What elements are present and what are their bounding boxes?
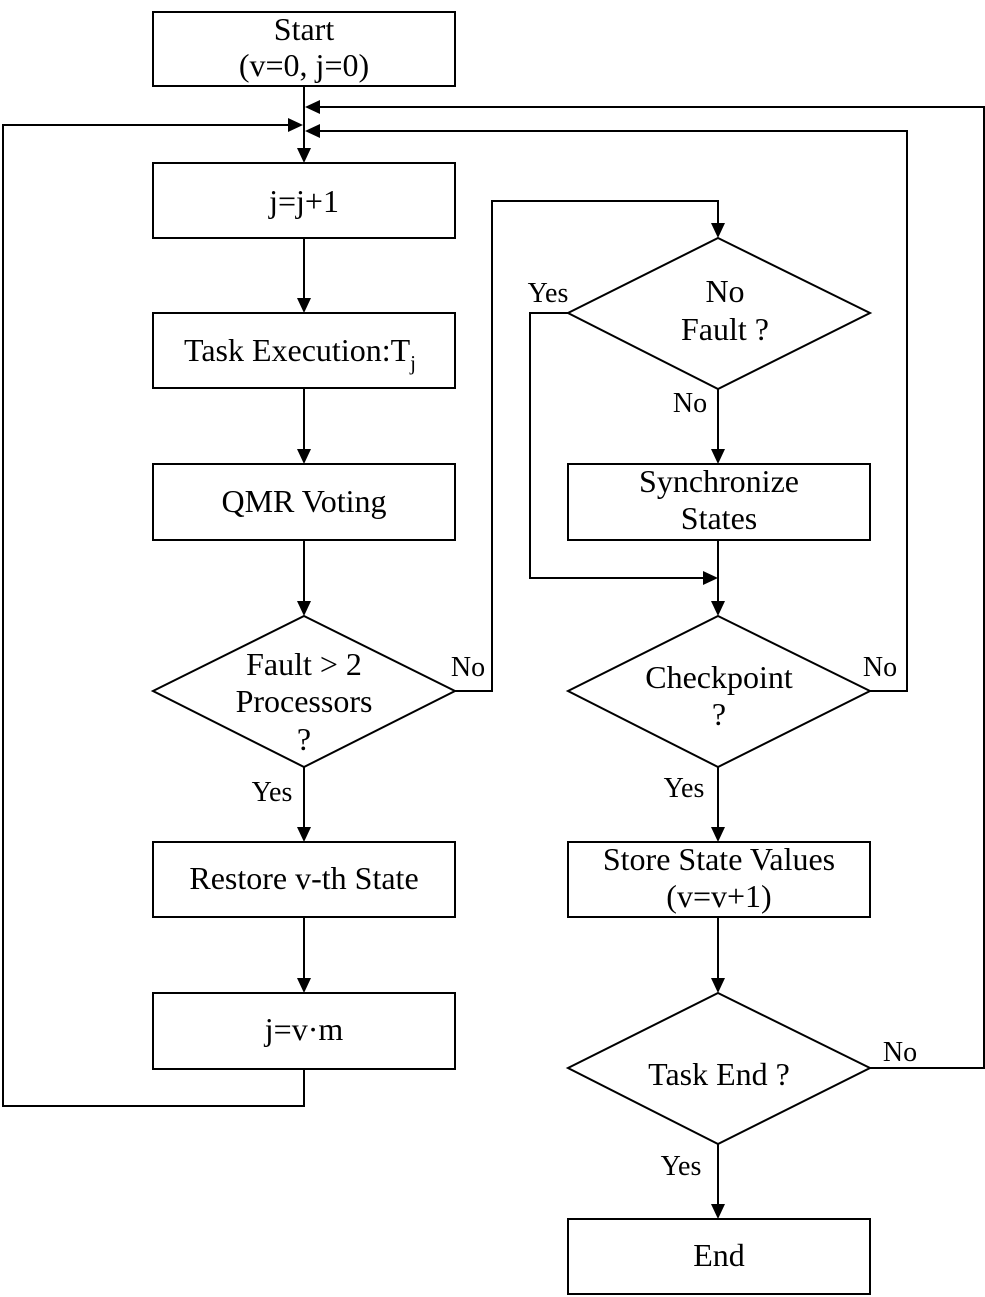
arrowhead <box>703 571 718 585</box>
arrowhead <box>297 827 311 842</box>
node-fault-gt2: Fault > 2 Processors ? <box>150 614 458 769</box>
arrowhead <box>297 298 311 313</box>
qmr-voting-label: QMR Voting <box>221 483 386 519</box>
no-fault-line2: Fault ? <box>681 311 769 347</box>
fault-gt2-no-label: No <box>451 652 485 683</box>
arrowhead <box>711 1204 725 1219</box>
checkpoint-diamond <box>565 614 873 769</box>
task-end-no-label: No <box>883 1037 917 1068</box>
checkpoint-yes-label: Yes <box>664 773 705 804</box>
arrowhead <box>711 827 725 842</box>
arrowhead <box>711 601 725 616</box>
task-execution-box <box>152 312 456 389</box>
reset-j-box <box>152 992 456 1070</box>
no-fault-no-label: No <box>673 388 707 419</box>
start-label: Start <box>274 11 335 47</box>
checkpoint-no-label: No <box>863 652 897 683</box>
arrowhead <box>305 100 320 114</box>
edge-nofault-yes-bypass <box>529 312 705 579</box>
node-start: Start (v=0, j=0) <box>152 11 456 87</box>
node-qmr-voting: QMR Voting <box>152 463 456 541</box>
arrowhead <box>711 449 725 464</box>
synchronize-line1: Synchronize <box>639 463 799 499</box>
fault-gt2-line2: Processors <box>236 683 373 719</box>
task-end-label: Task End ? <box>648 1056 790 1092</box>
arrowhead <box>711 978 725 993</box>
node-end: End <box>567 1218 871 1295</box>
no-fault-line1: No <box>705 273 744 309</box>
start-box <box>152 11 456 87</box>
no-fault-yes-label: Yes <box>528 278 569 309</box>
no-fault-diamond <box>565 236 873 391</box>
arrowhead <box>297 601 311 616</box>
fault-gt2-diamond <box>150 614 458 769</box>
node-no-fault: No Fault ? <box>565 236 873 391</box>
node-increment: j=j+1 <box>152 162 456 239</box>
restore-box <box>152 841 456 918</box>
synchronize-box <box>567 463 871 541</box>
task-execution-label: Task Execution:T <box>184 332 411 368</box>
connectors <box>2 86 985 1206</box>
node-store-state: Store State Values (v=v+1) <box>567 841 871 918</box>
store-state-box <box>567 841 871 918</box>
edge-labels: Yes No Yes No Yes No Yes No <box>252 278 917 1182</box>
reset-j-label: j=v·m <box>264 1011 344 1047</box>
task-execution-text: Task Execution:Tj <box>184 332 416 375</box>
synchronize-line2: States <box>681 500 757 536</box>
task-execution-subscript: j <box>409 351 416 375</box>
fault-gt2-line1: Fault > 2 <box>246 646 362 682</box>
arrowhead <box>297 449 311 464</box>
checkpoint-line2: ? <box>712 696 726 732</box>
fault-gt2-yes-label: Yes <box>252 777 293 808</box>
arrowhead <box>297 148 311 163</box>
node-reset-j: j=v·m <box>152 992 456 1070</box>
store-state-line2: (v=v+1) <box>666 878 771 914</box>
arrowhead <box>711 223 725 238</box>
increment-label: j=j+1 <box>268 183 339 219</box>
edge-reset-loop <box>2 124 305 1107</box>
arrowheads <box>288 100 725 1219</box>
node-task-end: Task End ? <box>565 991 873 1146</box>
node-checkpoint: Checkpoint ? <box>565 614 873 769</box>
increment-box <box>152 162 456 239</box>
arrowhead <box>305 124 320 138</box>
restore-label: Restore v-th State <box>189 860 418 896</box>
end-label: End <box>693 1237 745 1273</box>
task-end-yes-label: Yes <box>661 1151 702 1182</box>
edge-fault-no-to-nofault <box>455 200 719 692</box>
arrowhead <box>288 118 303 132</box>
task-end-diamond <box>565 991 873 1146</box>
fault-gt2-line3: ? <box>297 721 311 757</box>
end-box <box>567 1218 871 1295</box>
arrowhead <box>297 978 311 993</box>
node-synchronize: Synchronize States <box>567 463 871 541</box>
store-state-line1: Store State Values <box>603 841 835 877</box>
qmr-voting-box <box>152 463 456 541</box>
checkpoint-line1: Checkpoint <box>645 659 793 695</box>
node-restore: Restore v-th State <box>152 841 456 918</box>
edge-taskend-no-loop <box>318 106 985 1069</box>
edge-checkpoint-no-loop <box>318 130 908 692</box>
node-task-execution: Task Execution:Tj <box>152 312 456 389</box>
start-init-label: (v=0, j=0) <box>239 47 369 83</box>
